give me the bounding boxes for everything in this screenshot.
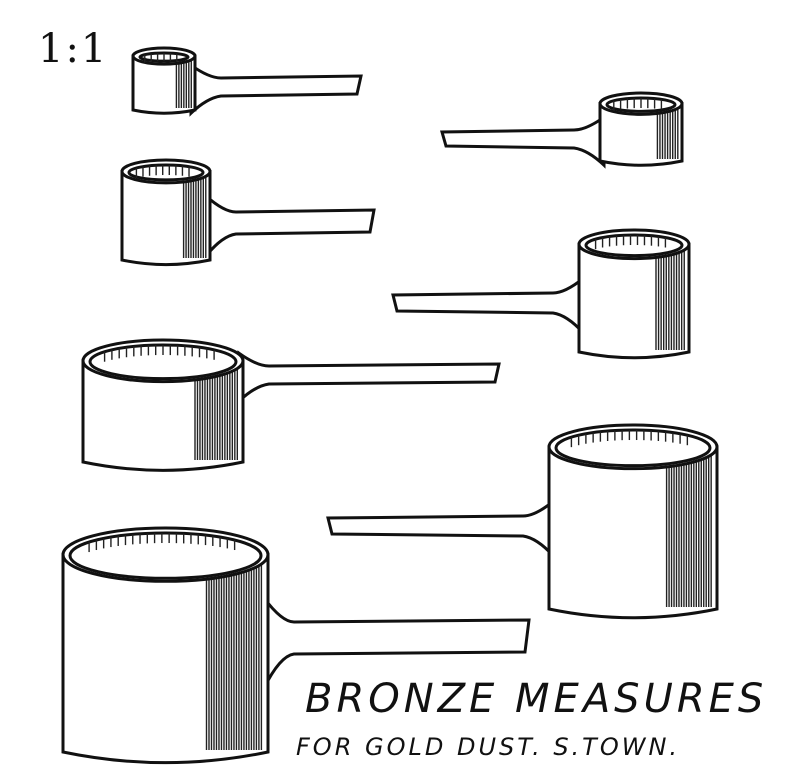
measure-6-handle <box>326 498 555 560</box>
measure-5 <box>81 338 501 472</box>
measure-7-body <box>61 553 270 765</box>
measure-4-handle <box>391 275 585 337</box>
measure-6 <box>326 423 719 620</box>
measure-6-opening <box>554 428 712 468</box>
measure-4-opening <box>584 233 684 258</box>
measure-3-body <box>120 169 212 267</box>
measure-4-body <box>577 242 691 360</box>
measure-3-opening <box>127 163 205 182</box>
measure-3-handle <box>204 192 376 261</box>
measure-2 <box>440 91 684 169</box>
measure-7-opening <box>68 531 263 580</box>
measure-4 <box>391 228 691 360</box>
caption-title: BRONZE MEASURES <box>305 676 768 722</box>
measure-2-handle <box>440 114 606 169</box>
measure-1 <box>131 46 363 117</box>
measure-7-handle <box>262 593 531 689</box>
scale-label: 1:1 <box>38 26 109 72</box>
measure-5-handle <box>237 350 501 405</box>
measure-2-body <box>598 102 684 167</box>
measure-7 <box>61 526 531 765</box>
measure-1-handle <box>189 62 363 117</box>
measure-3 <box>120 158 376 267</box>
measure-6-body <box>547 445 719 620</box>
caption-subtitle: FOR GOLD DUST. S.TOWN. <box>296 733 681 761</box>
